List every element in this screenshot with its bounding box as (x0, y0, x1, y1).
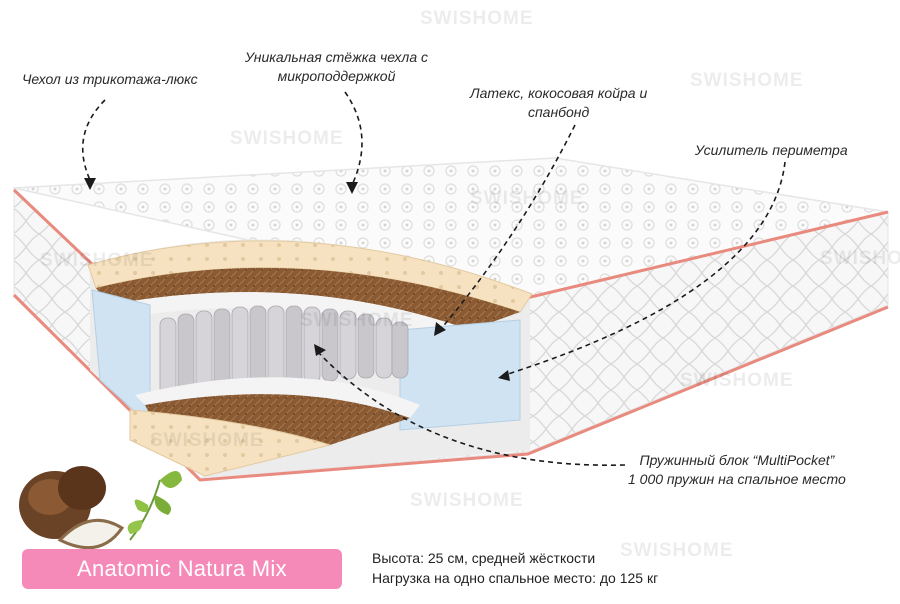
spunbond-layer-bottom (135, 377, 420, 418)
callout-stitch-line1: Уникальная стёжка чехла с (245, 49, 428, 65)
callout-latex-line2: спанбонд (527, 104, 590, 120)
spring-pocket (339, 310, 357, 380)
arrow-heads (84, 178, 510, 381)
watermark-text: SWISHOME (620, 540, 734, 561)
watermark-text: SWISHOME (150, 430, 264, 451)
coconut-icon (19, 466, 125, 550)
watermark-text: SWISHOME (470, 188, 584, 209)
callout-stitch-line2: микроподдержкой (277, 68, 396, 84)
coir-layer-top (96, 267, 520, 330)
piping-top (12, 188, 889, 302)
watermark-text: SWISHOME (690, 70, 804, 91)
watermark-text: SWISHOME (680, 370, 794, 391)
callout-arrows (82, 91, 786, 466)
foam-side-right (399, 319, 521, 431)
callout-latex-line1: Латекс, кокосовая койра и (470, 85, 648, 101)
callout-springs-line2: 1 000 пружин на спальное место (628, 471, 846, 487)
cutaway-section (87, 239, 533, 478)
spring-pocket (357, 313, 375, 379)
product-specs: Высота: 25 см, средней жёсткости Нагрузк… (372, 548, 658, 588)
callout-cover: Чехол из трикотажа-люкс (22, 70, 198, 89)
arrow-stitch (344, 91, 363, 186)
coir-layer-bottom (145, 394, 410, 445)
arrow-latex (439, 124, 576, 331)
foam-side-left (91, 289, 151, 427)
callout-stitch: Уникальная стёжка чехла с микроподдержко… (245, 48, 428, 86)
piping-bottom (12, 293, 889, 482)
watermark-text: SWISHOME (420, 8, 534, 29)
arrow-perimeter (504, 161, 786, 376)
green-leaves-icon (127, 471, 182, 541)
arrow-cover (82, 99, 106, 181)
callout-springs: Пружинный блок “MultiPocket” 1 000 пружи… (628, 451, 846, 489)
spring-pocket (391, 321, 409, 379)
watermark-text: SWISHOME (410, 490, 524, 511)
product-name: Anatomic Natura Mix (77, 556, 287, 581)
watermark-text: SWISHOME (230, 128, 344, 149)
spec-load: Нагрузка на одно спальное место: до 125 … (372, 570, 659, 586)
callout-latex: Латекс, кокосовая койра и спанбонд (470, 84, 647, 122)
watermark-text: SWISHOME (300, 310, 414, 331)
watermark-text: SWISHOME (820, 248, 900, 269)
spring-pocket (267, 305, 285, 389)
latex-layer-bottom (129, 409, 332, 477)
callout-cover-text: Чехол из трикотажа-люкс (22, 71, 198, 87)
watermark-text: SWISHOME (40, 250, 154, 271)
spec-height: Высота: 25 см, средней жёсткости (372, 550, 596, 566)
callout-springs-line1: Пружинный блок “MultiPocket” (639, 452, 835, 468)
callout-perimeter: Усилитель периметра (695, 141, 848, 160)
arrow-springs (317, 351, 626, 466)
spunbond-layer-top (108, 292, 470, 340)
product-name-badge: Anatomic Natura Mix (22, 549, 342, 589)
callout-perimeter-text: Усилитель периметра (695, 142, 848, 158)
